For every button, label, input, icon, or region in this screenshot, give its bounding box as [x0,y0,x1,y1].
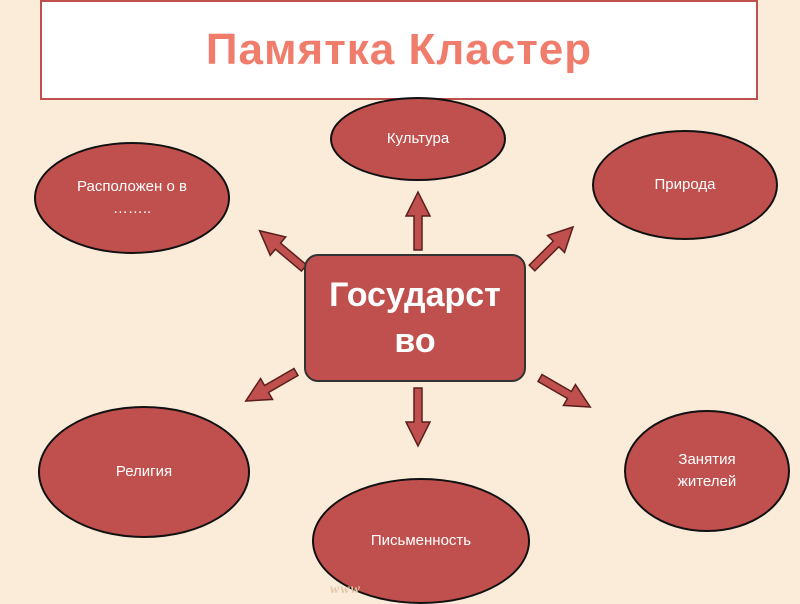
arrow-up-left [251,220,313,278]
node-occupations-label: Занятия жителей [677,451,737,490]
arrow-up-right [522,217,583,278]
node-location-label: Расположен о в …….. [77,178,187,217]
page-title: Памятка Кластер [205,25,593,74]
node-location: Расположен о в …….. [34,142,230,254]
watermark: www [330,582,362,597]
arrow-down-left [239,360,303,413]
arrow-up [405,191,431,251]
node-culture-label: Культура [386,130,450,147]
node-religion-label: Религия [115,463,173,480]
node-nature-label: Природа [654,176,716,193]
node-religion: Религия [38,406,250,538]
node-writing-label: Письменность [370,532,472,549]
node-state-label: Государст во [329,276,501,360]
arrow-down [405,387,431,447]
node-culture: Культура [330,97,506,181]
title-box: Памятка Кластер [40,0,758,100]
arrow-down-right [533,366,597,419]
node-state: Государст во [304,254,526,382]
node-nature: Природа [592,130,778,240]
node-occupations: Занятия жителей [624,410,790,532]
